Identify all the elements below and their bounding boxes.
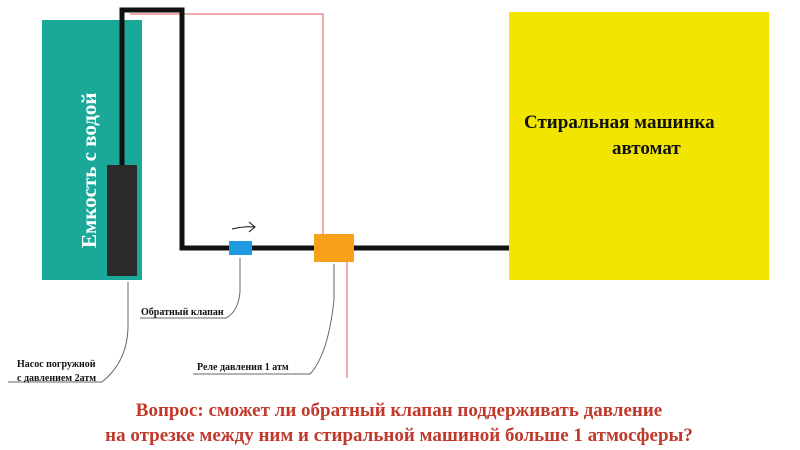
washing-machine-label-line1: Стиральная машинка xyxy=(524,112,715,133)
pump-callout-line xyxy=(8,282,129,383)
pump-label-line1: Насос погружной xyxy=(17,359,96,370)
question-line1: Вопрос: сможет ли обратный клапан поддер… xyxy=(136,400,662,421)
submersible-pump xyxy=(107,165,137,276)
pressure-relay xyxy=(314,234,354,262)
pump-label-line2: с давлением 2атм xyxy=(17,373,96,384)
pressure-relay-label: Реле давления 1 атм xyxy=(197,362,289,373)
washing-machine xyxy=(509,12,769,280)
main-pipe xyxy=(119,7,510,251)
question-line2: на отрезке между ним и стиральной машино… xyxy=(105,425,693,446)
check-valve xyxy=(229,241,252,255)
check-valve-callout-line xyxy=(140,258,241,319)
relay-signal-line xyxy=(130,13,324,238)
water-tank-label: Емкость с водой xyxy=(77,92,101,248)
check-valve-label: Обратный клапан xyxy=(141,307,224,318)
pressure-relay-callout-line xyxy=(193,264,335,375)
washing-machine-label-line2: автомат xyxy=(612,138,681,159)
flow-direction-arrow-icon xyxy=(231,221,256,233)
